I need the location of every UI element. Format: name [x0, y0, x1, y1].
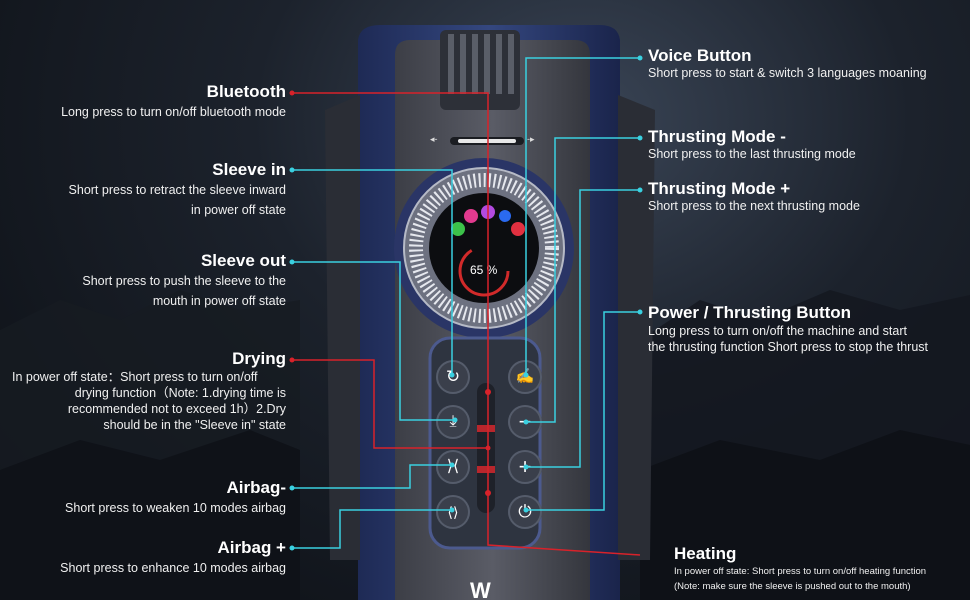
- power-label: Power / Thrusting Button Long press to t…: [648, 303, 966, 355]
- sleeve-out-label: Sleeve out Short press to push the sleev…: [20, 251, 286, 311]
- svg-text:W: W: [470, 578, 491, 600]
- drying-desc-2: drying function（Note: 1.drying time is: [74, 386, 286, 400]
- sleeve-out-button[interactable]: ⤓: [436, 405, 470, 439]
- heating-title: Heating: [674, 544, 737, 563]
- download-icon: ⤓: [449, 413, 457, 430]
- airbag-plus-icon: ⟨⟩: [447, 504, 459, 520]
- sleeve-out-title: Sleeve out: [200, 251, 286, 270]
- voice-button[interactable]: ✍: [508, 360, 542, 394]
- rotate-icon: ↻: [445, 367, 461, 386]
- airbag-plus-title: Airbag +: [217, 538, 287, 557]
- plus-icon: +: [518, 454, 532, 479]
- thrust-plus-button[interactable]: +: [508, 450, 542, 484]
- minus-icon: −: [518, 409, 532, 434]
- sleeve-in-title: Sleeve in: [212, 160, 286, 179]
- heating-desc-2: (Note: make sure the sleeve is pushed ou…: [674, 581, 911, 592]
- heating-label: Heating In power off state: Short press …: [674, 544, 966, 594]
- thrust-minus-desc: Short press to the last thrusting mode: [648, 147, 856, 161]
- sleeve-out-desc-1: Short press to push the sleeve to the: [82, 274, 286, 288]
- thrust-minus-button[interactable]: −: [508, 405, 542, 439]
- bluetooth-title: Bluetooth: [206, 82, 286, 101]
- airbag-plus-button[interactable]: ⟨⟩: [436, 495, 470, 529]
- voice-label: Voice Button Short press to start & swit…: [648, 46, 966, 80]
- thrust-minus-title: Thrusting Mode -: [648, 127, 786, 146]
- voice-title: Voice Button: [648, 46, 752, 65]
- sleeve-in-label: Sleeve in Short press to retract the sle…: [20, 160, 286, 220]
- sleeve-in-desc-1: Short press to retract the sleeve inward: [68, 183, 286, 197]
- airbag-minus-button[interactable]: ⟩⟨: [436, 450, 470, 484]
- drying-desc-4: should be in the "Sleeve in" state: [103, 418, 286, 432]
- voice-icon: ✍: [515, 368, 535, 385]
- drying-title: Drying: [232, 349, 286, 368]
- power-button[interactable]: ⏻: [508, 495, 542, 529]
- thrust-plus-label: Thrusting Mode + Short press to the next…: [648, 179, 966, 213]
- drying-desc-1: In power off state：Short press to turn o…: [12, 370, 258, 384]
- screen-percentage: 65 %: [470, 263, 498, 277]
- sleeve-in-desc-2: in power off state: [191, 203, 286, 217]
- slider-minus-label: ◂-: [430, 134, 438, 144]
- airbag-plus-desc: Short press to enhance 10 modes airbag: [60, 561, 286, 575]
- power-desc-1: Long press to turn on/off the machine an…: [648, 324, 907, 338]
- thrust-minus-label: Thrusting Mode - Short press to the last…: [648, 127, 966, 161]
- power-icon: ⏻: [518, 502, 532, 521]
- bluetooth-label: Bluetooth Long press to turn on/off blue…: [20, 82, 286, 122]
- thrust-plus-title: Thrusting Mode +: [648, 179, 791, 198]
- airbag-plus-label: Airbag + Short press to enhance 10 modes…: [20, 538, 286, 578]
- airbag-minus-title: Airbag-: [226, 478, 287, 497]
- voice-desc: Short press to start & switch 3 language…: [648, 66, 927, 80]
- airbag-minus-label: Airbag- Short press to weaken 10 modes a…: [20, 478, 286, 518]
- power-desc-2: the thrusting function Short press to st…: [648, 340, 929, 354]
- slider-plus-label: -▸: [527, 134, 535, 144]
- power-title: Power / Thrusting Button: [648, 303, 852, 322]
- airbag-minus-icon: ⟩⟨: [446, 458, 460, 475]
- thrust-plus-desc: Short press to the next thrusting mode: [648, 199, 860, 213]
- drying-desc-3: recommended not to exceed 1h）2.Dry: [67, 402, 286, 416]
- airbag-minus-desc: Short press to weaken 10 modes airbag: [65, 501, 286, 515]
- heating-desc-1: In power off state: Short press to turn …: [674, 566, 927, 577]
- sleeve-out-desc-2: mouth in power off state: [152, 294, 286, 308]
- bluetooth-desc: Long press to turn on/off bluetooth mode: [61, 105, 286, 119]
- drying-label: Drying In power off state：Short press to…: [6, 349, 286, 433]
- sleeve-in-button[interactable]: ↻: [436, 360, 470, 394]
